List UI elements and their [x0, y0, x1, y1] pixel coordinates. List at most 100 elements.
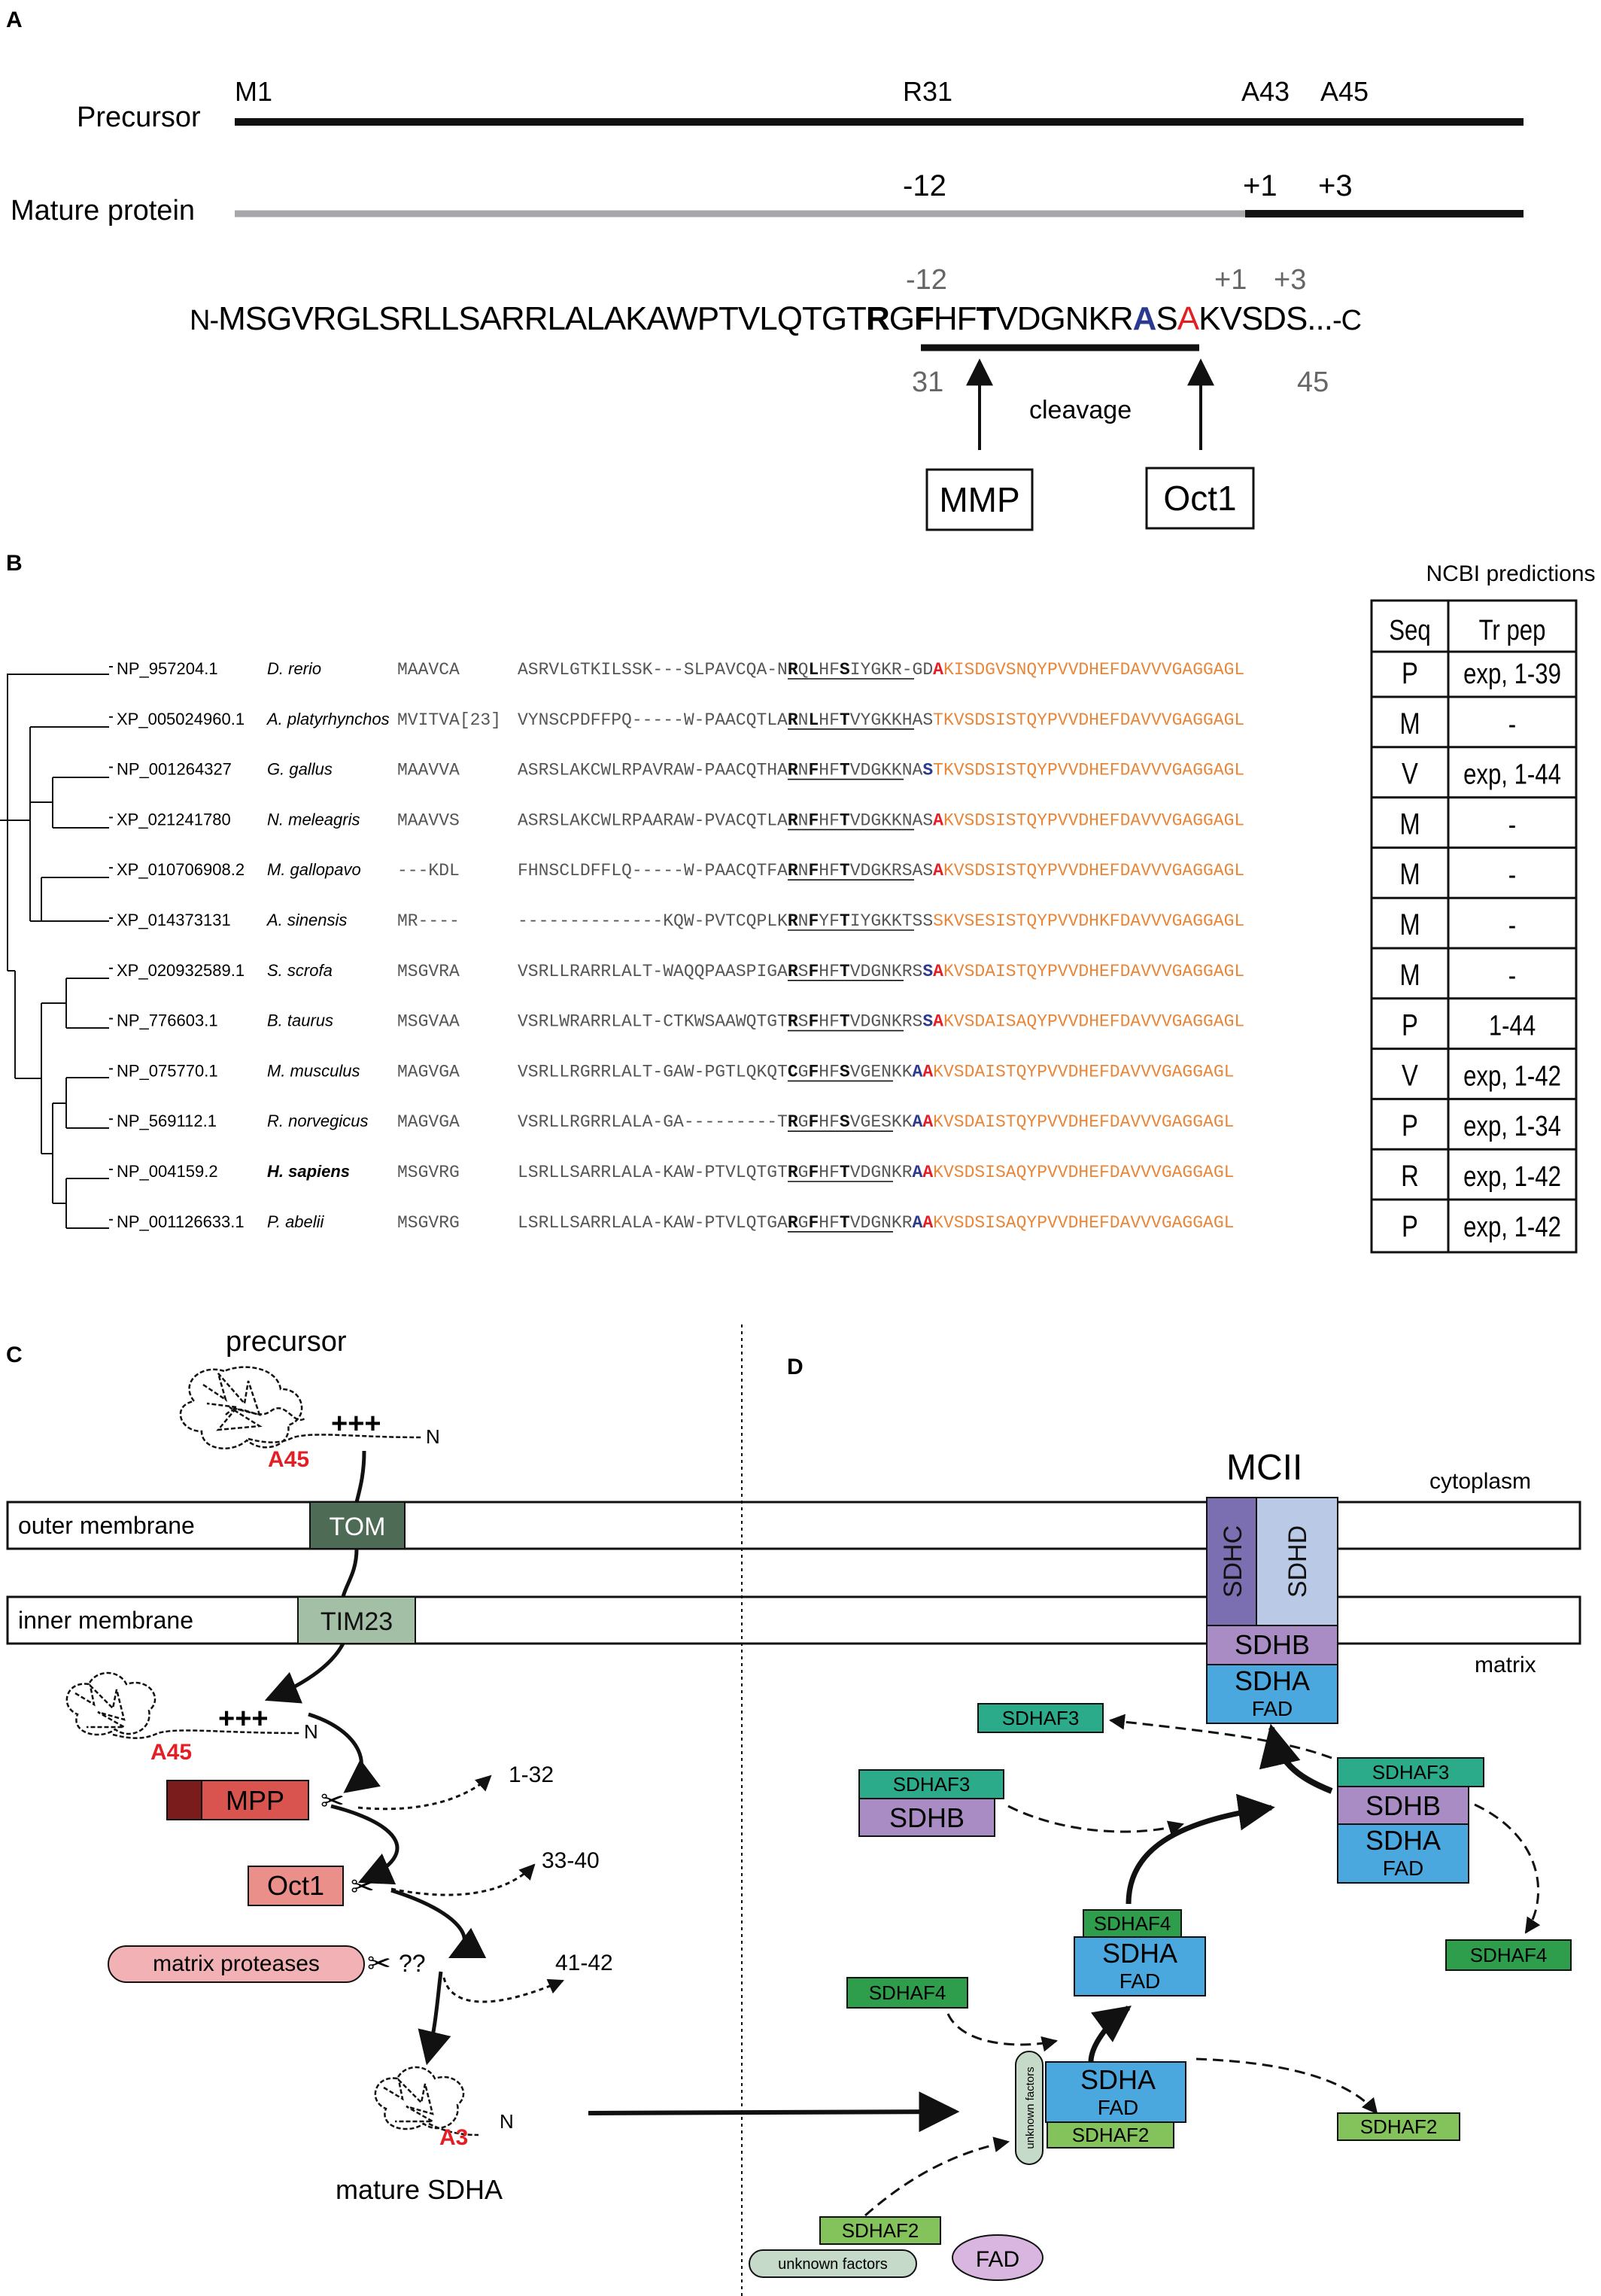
conserved-residue-1: R: [788, 1112, 798, 1132]
mmp-box: [925, 468, 1034, 531]
sdha-bottom-label: SDHA: [1080, 2064, 1156, 2095]
seq-segment: VSRLWRARRLALT-CTKWSAAWQTGT: [518, 1012, 788, 1032]
transit-peptide-prediction: exp, 1-34: [1463, 1111, 1561, 1142]
sequence-start: MVITVA[23]: [397, 710, 501, 730]
fragment-1-32: 1-32: [509, 1762, 554, 1787]
transit-peptide-prediction: exp, 1-42: [1463, 1061, 1561, 1093]
seq-segment: IYGKKTSS: [850, 911, 933, 931]
sdhaf4-release-arrow: [1474, 1803, 1541, 1934]
unknown-protease-qq: ??: [399, 1950, 426, 1977]
panel-d: D MCII cytoplasm matrix SDHC SDHD SDHB S…: [749, 1355, 1572, 2281]
seq-segment: VSRLLRGRRLALT-GAW-PGTLQKQT: [518, 1062, 788, 1081]
transit-peptide-prediction: exp, 1-39: [1463, 658, 1561, 690]
species-name: A. sinensis: [266, 911, 347, 929]
conserved-residue-1: R: [788, 1213, 798, 1233]
cleavage-label: cleavage: [1029, 396, 1132, 424]
fad-bottom-label: FAD: [1098, 2096, 1138, 2119]
mpp-complex: [201, 1780, 309, 1820]
mature-sequence: TKVSDSISTQYPVVDHEFDAVVVGAGGAGL: [933, 761, 1244, 780]
oct1-label: Oct1: [267, 1870, 324, 1901]
seq-segment: VDGKKNA: [850, 761, 923, 780]
seq-prediction: V: [1402, 757, 1418, 791]
mature-label: Mature protein: [11, 195, 195, 227]
mmp-box-label: MMP: [939, 480, 1019, 519]
fad-complex-label: FAD: [1383, 1857, 1423, 1880]
seq-segment: HF: [819, 1213, 840, 1233]
sdha-complex-label: SDHA: [1366, 1825, 1441, 1856]
sdhb-complex: [1337, 1786, 1469, 1825]
seq-prediction: M: [1399, 807, 1420, 841]
sdhd-label: SDHD: [1284, 1525, 1312, 1598]
seq-prediction: P: [1402, 1108, 1418, 1142]
seq-num-45: 45: [1297, 366, 1329, 398]
plus1-residue: A: [913, 1213, 923, 1233]
sdhb-join-arrow: [1007, 1805, 1185, 1836]
ncbi-predictions-title: NCBI predictions: [1426, 561, 1595, 586]
pos-a43: A43: [1241, 76, 1290, 107]
seq-segment: LSRLLSARRLALA-KAW-PTVLQTGT: [518, 1163, 788, 1182]
sequence-start: MAAVCA: [397, 660, 460, 680]
sequence-alignment: LSRLLSARRLALA-KAW-PTVLQTGARGFHFTVDGNKRAA…: [518, 1213, 1234, 1233]
seq-segment: HF: [819, 1012, 840, 1032]
transit-peptide-prediction: -: [1508, 859, 1516, 891]
sdhaf3-on-sdhb-label: SDHAF3: [893, 1773, 971, 1796]
plus1-residue: S: [922, 761, 933, 780]
conserved-residue-1: R: [788, 861, 798, 880]
sdhaf4-on-sdha-label: SDHAF4: [1094, 1912, 1171, 1935]
pos-m1: M1: [235, 76, 272, 107]
plus3-residue: A: [933, 660, 943, 680]
plus3-residue: A: [922, 1112, 933, 1132]
sdhaf2-release-arrow: [1195, 2057, 1378, 2115]
accession-number: XP_010706908.2: [117, 860, 245, 879]
inner-membrane-label: inner membrane: [18, 1607, 193, 1634]
factors-join-arrow: [864, 2136, 1010, 2217]
seq-prediction: P: [1402, 656, 1418, 690]
processing-path-1: [308, 1712, 381, 1793]
plus3-residue: A: [922, 1062, 933, 1081]
sdhb-free-label: SDHB: [889, 1802, 965, 1833]
conserved-residue-2: F: [808, 1012, 819, 1032]
col-header-seq: Seq: [1389, 615, 1430, 646]
mature-sequence: KISDGVSNQYPVVDHEFDAVVVGAGGAGL: [943, 660, 1244, 680]
n-terminus-mature: N: [500, 2110, 514, 2133]
seq-segment: ASRVLGTKILSSK---SLPAVCQA-N: [518, 660, 788, 680]
seq-segment: S: [798, 962, 809, 981]
sdha-up-arrow: [1126, 1793, 1275, 1905]
species-name: A. platyrhynchos: [266, 710, 390, 728]
processing-path-4: [418, 1971, 451, 2066]
accession-number: XP_020932589.1: [117, 961, 245, 980]
to-assembly-arrow: [588, 2091, 960, 2133]
species-name: H. sapiens: [267, 1162, 350, 1181]
species-name: N. meleagris: [267, 810, 360, 829]
sdha-middle: [1074, 1936, 1206, 1996]
conserved-residue-1: R: [788, 962, 798, 981]
conserved-residue-3: T: [840, 1012, 850, 1032]
seq-segment: N: [798, 761, 809, 780]
seq-segment: VGENKK: [850, 1062, 913, 1081]
sdhaf3-complex-label: SDHAF3: [1372, 1761, 1450, 1784]
sdhaf4-free-label: SDHAF4: [869, 1981, 946, 2004]
sdha-complex: [1337, 1823, 1469, 1884]
seq-prediction: M: [1399, 707, 1420, 740]
transit-peptide-prediction: exp, 1-42: [1463, 1212, 1561, 1243]
a45-mid: A45: [150, 1740, 192, 1765]
panel-a-label: A: [6, 8, 23, 32]
conserved-residue-3: S: [840, 1062, 850, 1081]
conserved-residue-3: T: [840, 962, 850, 981]
seq-segment: ASRSLAKCWLRPAVRAW-PAACQTHA: [518, 761, 788, 780]
panel-b: B NCBI predictions Seq Tr pep NP_957204.…: [0, 551, 1596, 1254]
plus1-residue: A: [913, 1163, 923, 1182]
plus3-residue: A: [933, 810, 943, 830]
seq-segment: HF: [819, 810, 840, 830]
panel-c: C precursor +++ N A45 outer membrane TOM…: [6, 1326, 1581, 2205]
inner-membrane: [6, 1595, 1581, 1645]
tom-label: TOM: [330, 1513, 386, 1541]
conserved-residue-3: T: [840, 861, 850, 880]
sdhaf4-released: [1445, 1939, 1572, 1971]
seq-a43: A: [1133, 300, 1156, 337]
